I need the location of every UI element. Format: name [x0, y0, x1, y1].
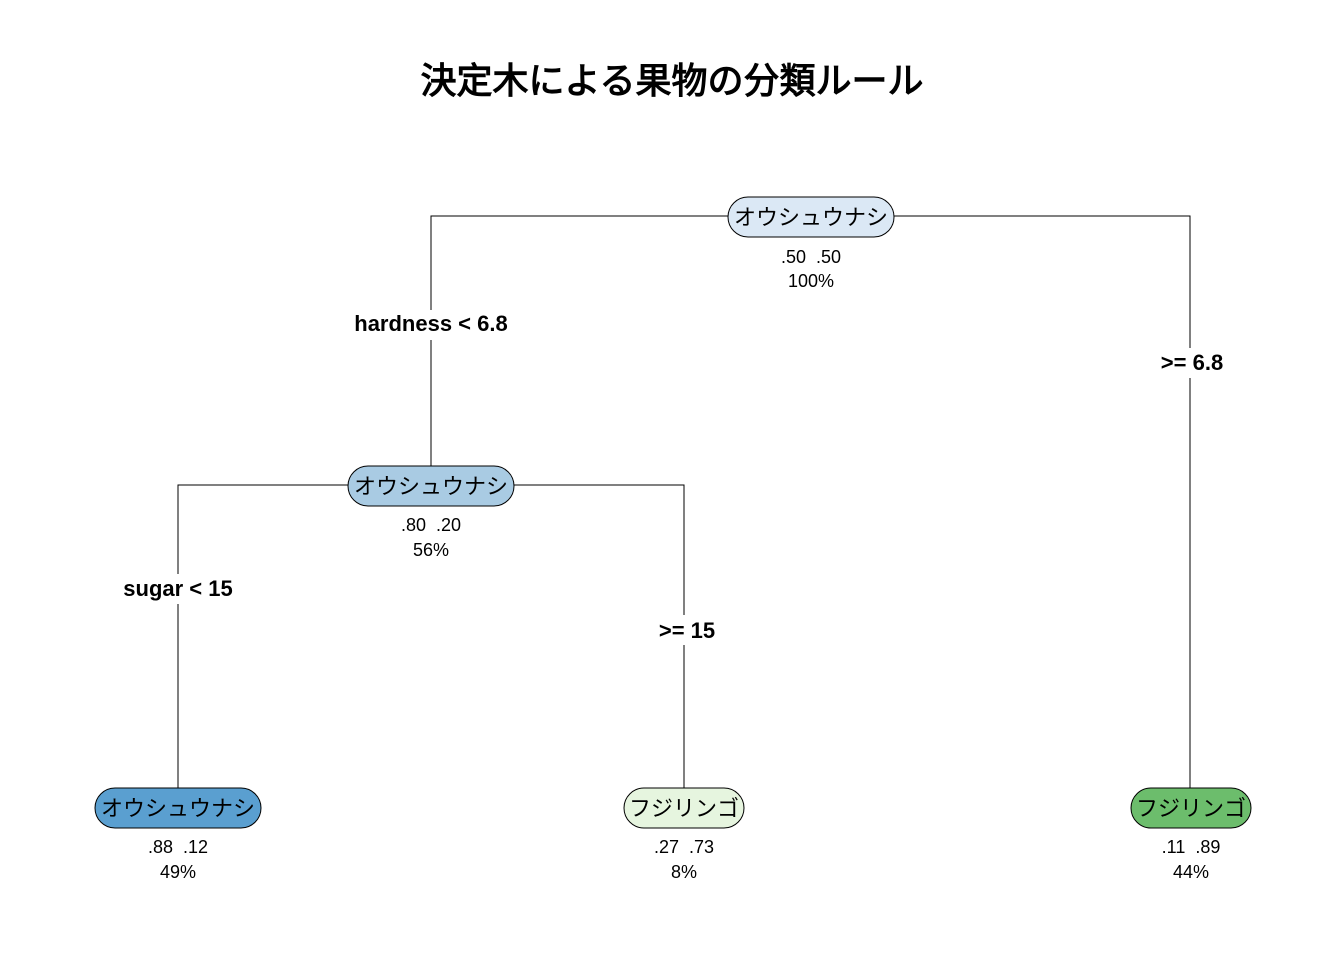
node-percentage: 44% — [1173, 862, 1209, 882]
tree-node-root: オウシュウナシ .50 .50 100% — [727, 196, 895, 291]
split-label-sugar: sugar < 15 — [123, 576, 232, 601]
node-box — [1130, 787, 1252, 829]
diagram-title: 決定木による果物の分類ルール — [420, 61, 924, 102]
node-probabilities: .11 .89 — [1162, 837, 1221, 857]
split-label-hardness: hardness < 6.8 — [354, 311, 507, 336]
tree-edges — [177, 215, 1191, 790]
edge-root-left — [430, 215, 740, 310]
split-label-sugar-right: >= 15 — [659, 618, 715, 643]
node-box — [94, 787, 262, 829]
node-class-label: オウシュウナシ — [734, 206, 888, 231]
node-percentage: 100% — [788, 271, 834, 291]
node-class-label: オウシュウナシ — [101, 797, 255, 822]
node-box — [727, 196, 895, 238]
node-percentage: 56% — [413, 540, 449, 560]
node-probabilities: .88 .12 — [148, 837, 208, 857]
node-percentage: 8% — [671, 862, 697, 882]
node-class-label: フジリンゴ — [1136, 797, 1246, 822]
node-box — [623, 787, 745, 829]
node-probabilities: .80 .20 — [401, 515, 461, 535]
edge-mid-right — [500, 484, 685, 615]
node-class-label: オウシュウナシ — [354, 475, 508, 500]
node-probabilities: .50 .50 — [781, 247, 841, 267]
node-box — [347, 465, 515, 507]
node-percentage: 49% — [160, 862, 196, 882]
tree-leaf-sugar-high: フジリンゴ .27 .73 8% — [623, 787, 745, 882]
tree-leaf-hardness-high: フジリンゴ .11 .89 44% — [1130, 787, 1252, 882]
tree-node-hardness-low: オウシュウナシ .80 .20 56% — [347, 465, 515, 560]
edge-mid-left — [177, 484, 360, 574]
node-probabilities: .27 .73 — [654, 837, 714, 857]
split-label-hardness-right: >= 6.8 — [1161, 350, 1223, 375]
edge-root-right — [880, 215, 1191, 348]
tree-leaf-sugar-low: オウシュウナシ .88 .12 49% — [94, 787, 262, 882]
node-class-label: フジリンゴ — [629, 797, 739, 822]
